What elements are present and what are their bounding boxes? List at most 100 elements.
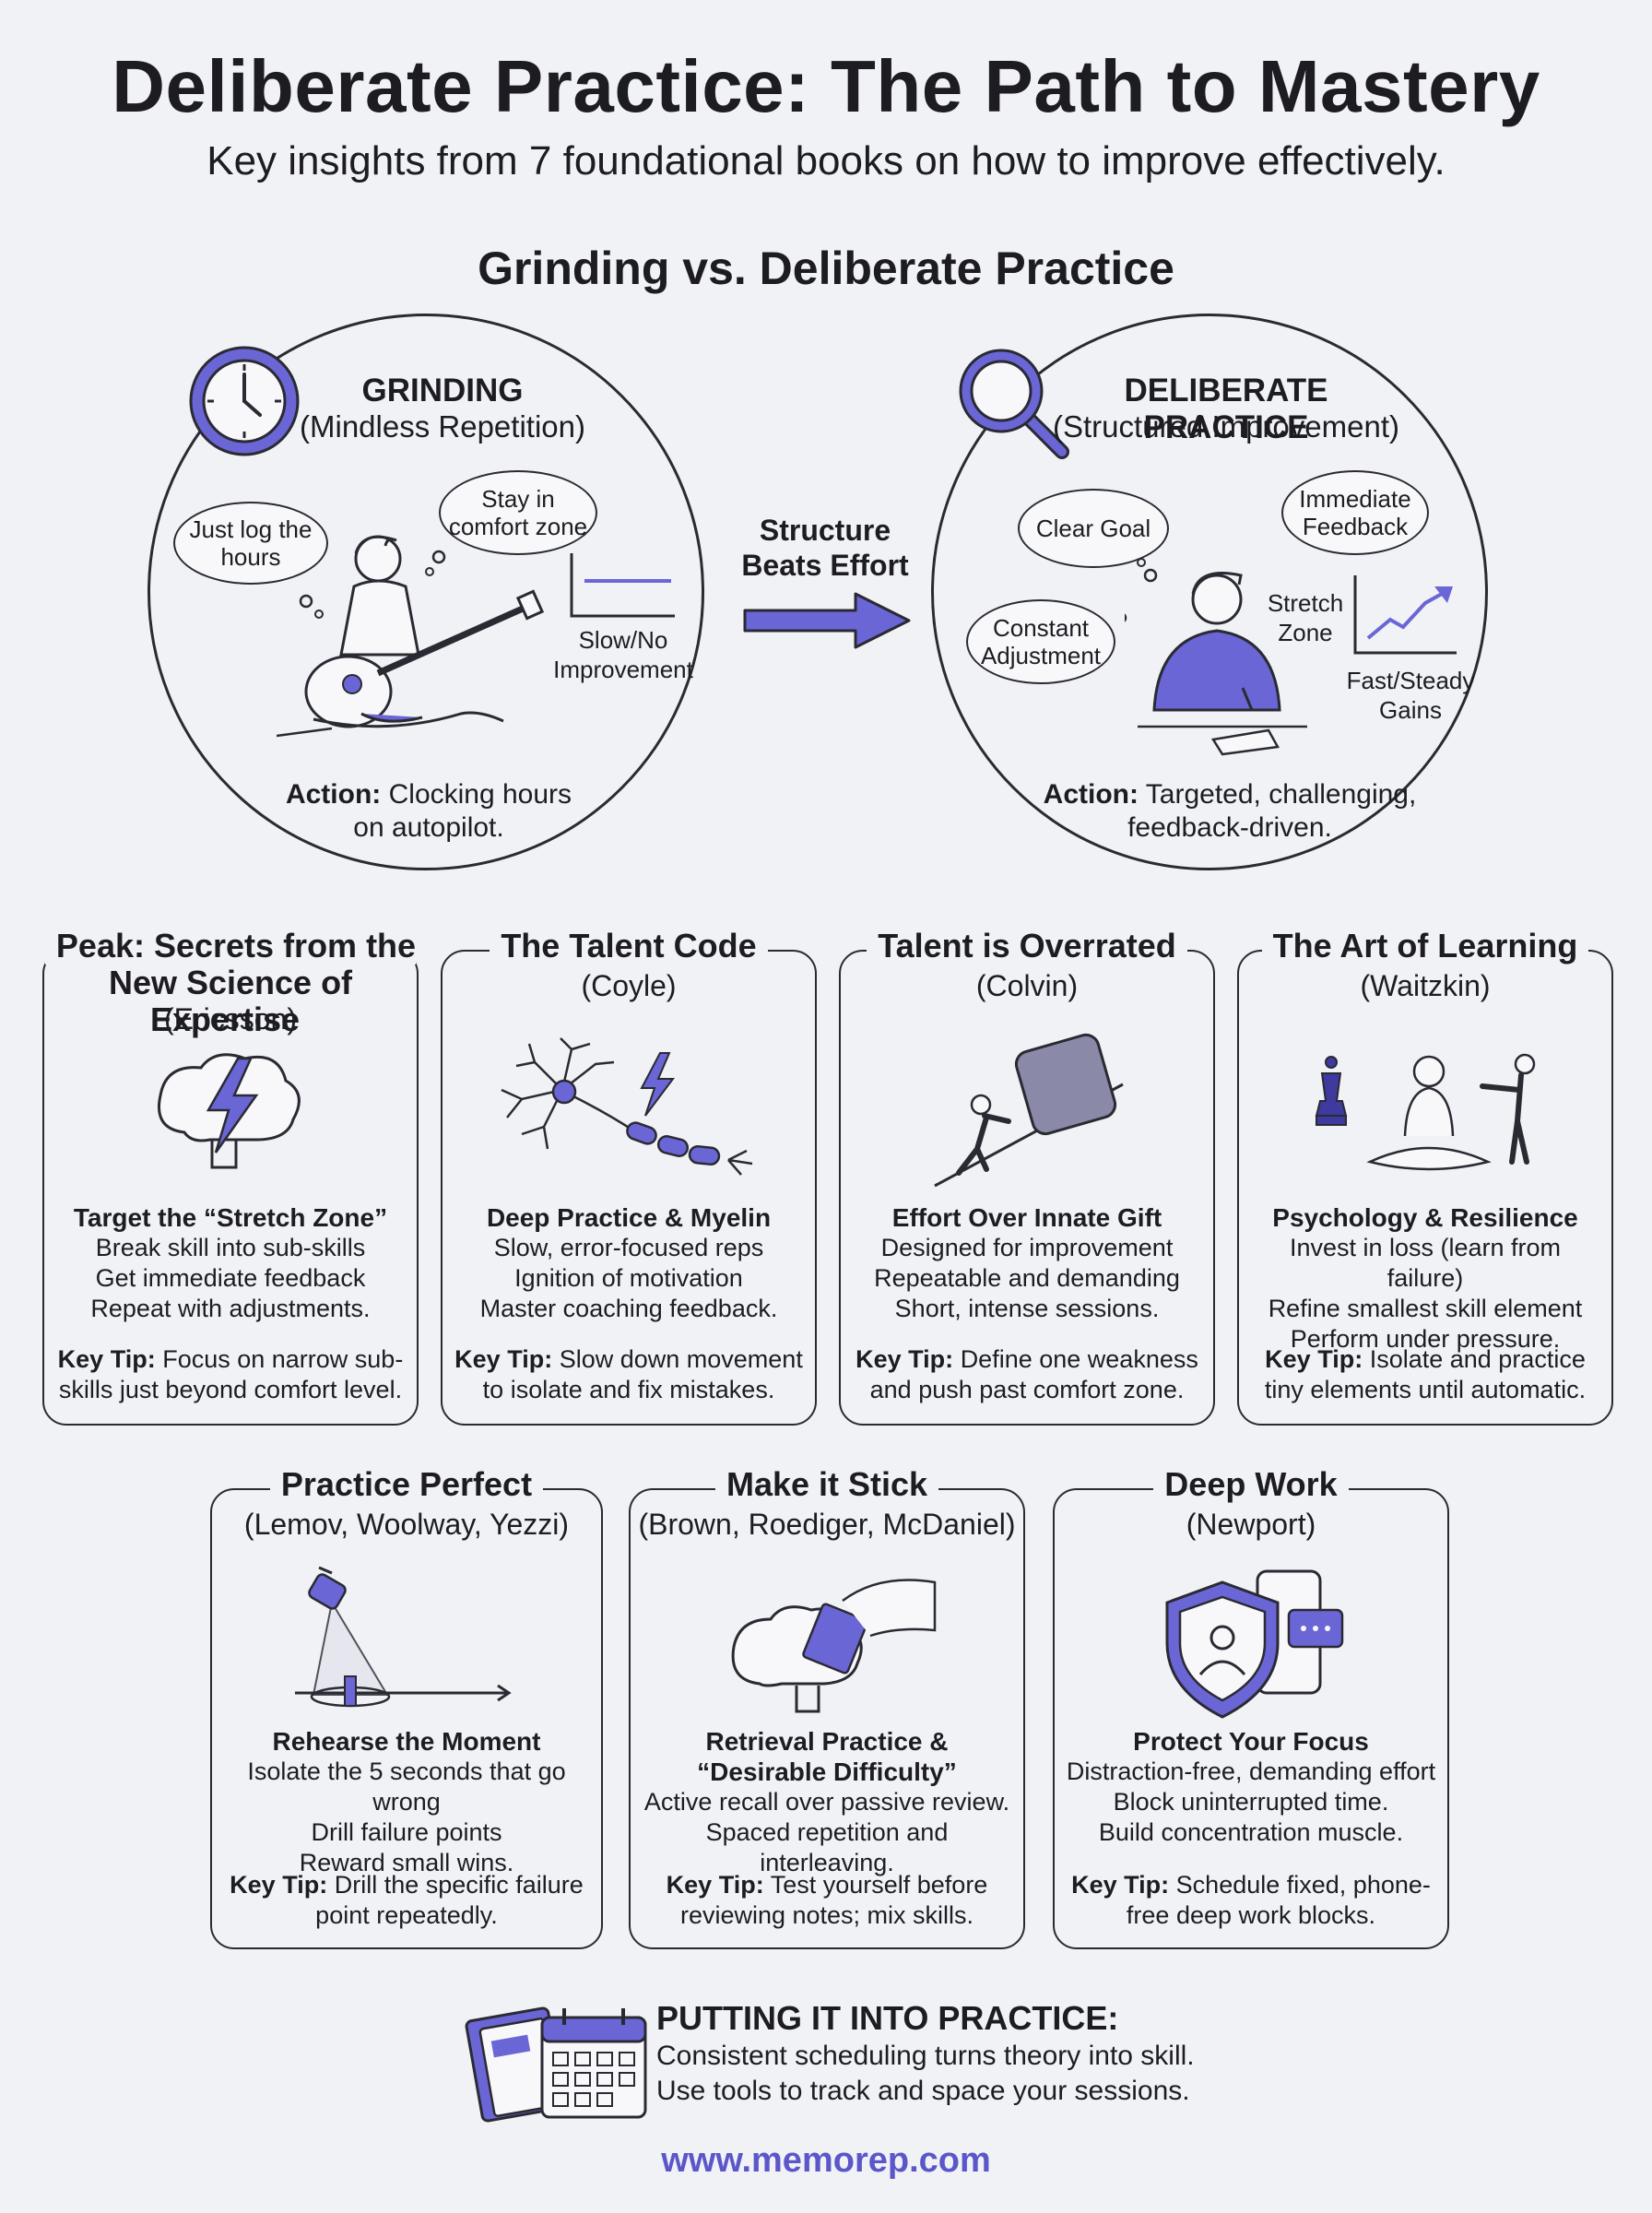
- book-tip: Key Tip: Isolate and practice tiny eleme…: [1248, 1344, 1602, 1405]
- deliberate-title: DELIBERATE PRACTICE: [1124, 373, 1328, 445]
- chess-meditation-martial-arts-icon: [1304, 1044, 1552, 1191]
- page-subtitle: Key insights from 7 foundational books o…: [206, 138, 1446, 183]
- book-point: Break skill into sub-skills: [95, 1234, 366, 1261]
- book-author: (Ericsson): [163, 1002, 297, 1035]
- book-author: (Lemov, Woolway, Yezzi): [243, 1508, 570, 1541]
- right-arrow-icon: [741, 588, 916, 653]
- book-tip-label: Key Tip:: [1265, 1345, 1363, 1373]
- book-title: Make it Stick: [714, 1465, 939, 1503]
- guitar-player-illustration: [276, 516, 553, 756]
- book-card-make-it-stick: Make it Stick (Brown, Roediger, McDaniel…: [629, 1465, 1025, 1949]
- grinding-circle: [148, 314, 704, 870]
- book-card-talent-overrated: Talent is Overrated (Colvin) Effort Over…: [839, 927, 1215, 1426]
- book-point: Refine smallest skill element: [1268, 1295, 1583, 1322]
- grinding-action-label: Action:: [285, 779, 382, 810]
- book-point: Master coaching feedback.: [479, 1295, 778, 1322]
- footer-line: Consistent scheduling turns theory into …: [656, 2041, 1195, 2071]
- book-point: Perform under pressure.: [1290, 1325, 1561, 1353]
- book-card-art-of-learning: The Art of Learning (Waitzkin) Psycholog…: [1237, 927, 1613, 1426]
- page-title: Deliberate Practice: The Path to Mastery: [112, 45, 1540, 127]
- grinding-action: Action: Clocking hours on autopilot.: [277, 778, 581, 845]
- book-title: Practice Perfect: [269, 1465, 544, 1503]
- book-tip-text: Define one weakness and push past comfor…: [869, 1345, 1198, 1403]
- deliberate-thought-bubble-adjustment: Constant Adjustment: [966, 599, 1115, 684]
- book-tip-text: Isolate and practice tiny elements until…: [1264, 1345, 1587, 1403]
- rising-progress-chart-icon: [1351, 574, 1458, 657]
- book-point: Repeat with adjustments.: [90, 1295, 371, 1322]
- book-tip-label: Key Tip:: [1071, 1871, 1170, 1899]
- deliberate-circle: [931, 314, 1488, 870]
- book-author: (Waitzkin): [1360, 969, 1491, 1002]
- book-point: Short, intense sessions.: [894, 1295, 1160, 1322]
- book-tip-text: Drill the specific failure point repeate…: [315, 1871, 584, 1929]
- book-tip-text: Schedule fixed, phone-free deep work blo…: [1126, 1871, 1431, 1929]
- book-title: The Art of Learning: [1261, 927, 1589, 964]
- book-heading: Rehearse the Moment: [272, 1727, 541, 1756]
- book-title: Deep Work: [1153, 1465, 1349, 1503]
- shield-phone-icon: [1156, 1564, 1359, 1721]
- book-tip: Key Tip: Focus on narrow sub-skills just…: [53, 1344, 407, 1405]
- spotlight-timeline-icon: [295, 1560, 516, 1726]
- book-point: Active recall over passive review.: [643, 1788, 1010, 1816]
- book-author: (Newport): [1186, 1508, 1316, 1541]
- flat-progress-chart-icon: [568, 551, 677, 620]
- book-point: Block uninterrupted time.: [1113, 1788, 1389, 1816]
- neuron-myelin-icon: [498, 1035, 765, 1182]
- book-card-deep-work: Deep Work (Newport) Protect Your Focus D…: [1053, 1465, 1449, 1949]
- magnifier-icon: [953, 343, 1073, 463]
- grinding-title: GRINDING: [361, 373, 524, 408]
- book-heading: Effort Over Innate Gift: [891, 1203, 1162, 1232]
- grinding-thought-bubble-comfort: Stay in comfort zone: [439, 470, 597, 555]
- deliberate-action-text: Targeted, challenging, feedback-driven.: [1127, 779, 1417, 843]
- book-author: (Coyle): [581, 969, 677, 1002]
- book-point: Build concentration muscle.: [1098, 1818, 1404, 1846]
- grinding-action-text: Clocking hours on autopilot.: [353, 779, 572, 843]
- book-heading: Psychology & Resilience: [1272, 1203, 1578, 1232]
- book-author: (Colvin): [975, 969, 1079, 1002]
- deliberate-thought-bubble-goal: Clear Goal: [1018, 489, 1169, 568]
- deliberate-subtitle: (Structured Improvement): [1053, 409, 1399, 444]
- book-heading: Deep Practice & Myelin: [486, 1203, 772, 1232]
- book-tip: Key Tip: Drill the specific failure poin…: [221, 1870, 592, 1931]
- book-tip: Key Tip: Schedule fixed, phone-free deep…: [1064, 1870, 1438, 1931]
- book-point: Spaced repetition and interleaving.: [705, 1818, 949, 1876]
- brain-card-icon: [723, 1564, 944, 1721]
- book-point: Drill failure points: [311, 1818, 502, 1846]
- grinding-graph-label: Slow/No Improvement: [553, 626, 693, 683]
- book-point: Designed for improvement: [880, 1234, 1174, 1261]
- book-tip-label: Key Tip:: [856, 1345, 954, 1373]
- book-point: Reward small wins.: [299, 1849, 514, 1876]
- book-calendar-icon: [461, 1997, 655, 2126]
- grinding-subtitle: (Mindless Repetition): [300, 409, 585, 444]
- book-title: Talent is Overrated: [867, 927, 1187, 964]
- book-card-practice-perfect: Practice Perfect (Lemov, Woolway, Yezzi)…: [210, 1465, 603, 1949]
- book-title: The Talent Code: [490, 927, 768, 964]
- clock-icon: [184, 341, 304, 461]
- focused-student-illustration: [1115, 544, 1309, 756]
- book-tip-label: Key Tip:: [666, 1871, 764, 1899]
- deliberate-action-label: Action:: [1043, 779, 1139, 810]
- book-card-peak: Peak: Secrets from the New Science of Ex…: [42, 927, 419, 1426]
- book-point: Get immediate feedback: [95, 1264, 366, 1292]
- stretch-zone-label: Stretch Zone: [1267, 589, 1344, 646]
- book-point: Ignition of motivation: [514, 1264, 743, 1292]
- brain-lightning-icon: [148, 1044, 313, 1173]
- deliberate-action: Action: Targeted, challenging, feedback-…: [1036, 778, 1423, 845]
- structure-beats-effort-label: Structure Beats Effort: [741, 514, 909, 582]
- book-tip-text: Slow down movement to isolate and fix mi…: [482, 1345, 803, 1403]
- book-tip: Key Tip: Slow down movement to isolate a…: [452, 1344, 806, 1405]
- book-tip-text: Test yourself before reviewing notes; mi…: [679, 1871, 988, 1929]
- book-point: Distraction-free, demanding effort: [1066, 1757, 1436, 1785]
- book-card-talent-code: The Talent Code (Coyle) Deep Practice & …: [441, 927, 817, 1426]
- footer-line: Use tools to track and space your sessio…: [656, 2076, 1190, 2106]
- book-point: Isolate the 5 seconds that go wrong: [247, 1757, 566, 1816]
- book-point: Repeatable and demanding: [874, 1264, 1180, 1292]
- book-heading: Retrieval Practice & “Desirable Difficul…: [697, 1727, 957, 1786]
- deliberate-thought-bubble-feedback: Immediate Feedback: [1281, 470, 1429, 555]
- website-link[interactable]: www.memorep.com: [661, 2141, 991, 2180]
- book-tip-label: Key Tip:: [57, 1345, 156, 1373]
- book-author: (Brown, Roediger, McDaniel): [638, 1508, 1016, 1541]
- book-tip: Key Tip: Test yourself before reviewing …: [640, 1870, 1014, 1931]
- book-point: Invest in loss (learn from failure): [1289, 1234, 1562, 1292]
- grinding-thought-bubble-hours: Just log the hours: [173, 502, 328, 585]
